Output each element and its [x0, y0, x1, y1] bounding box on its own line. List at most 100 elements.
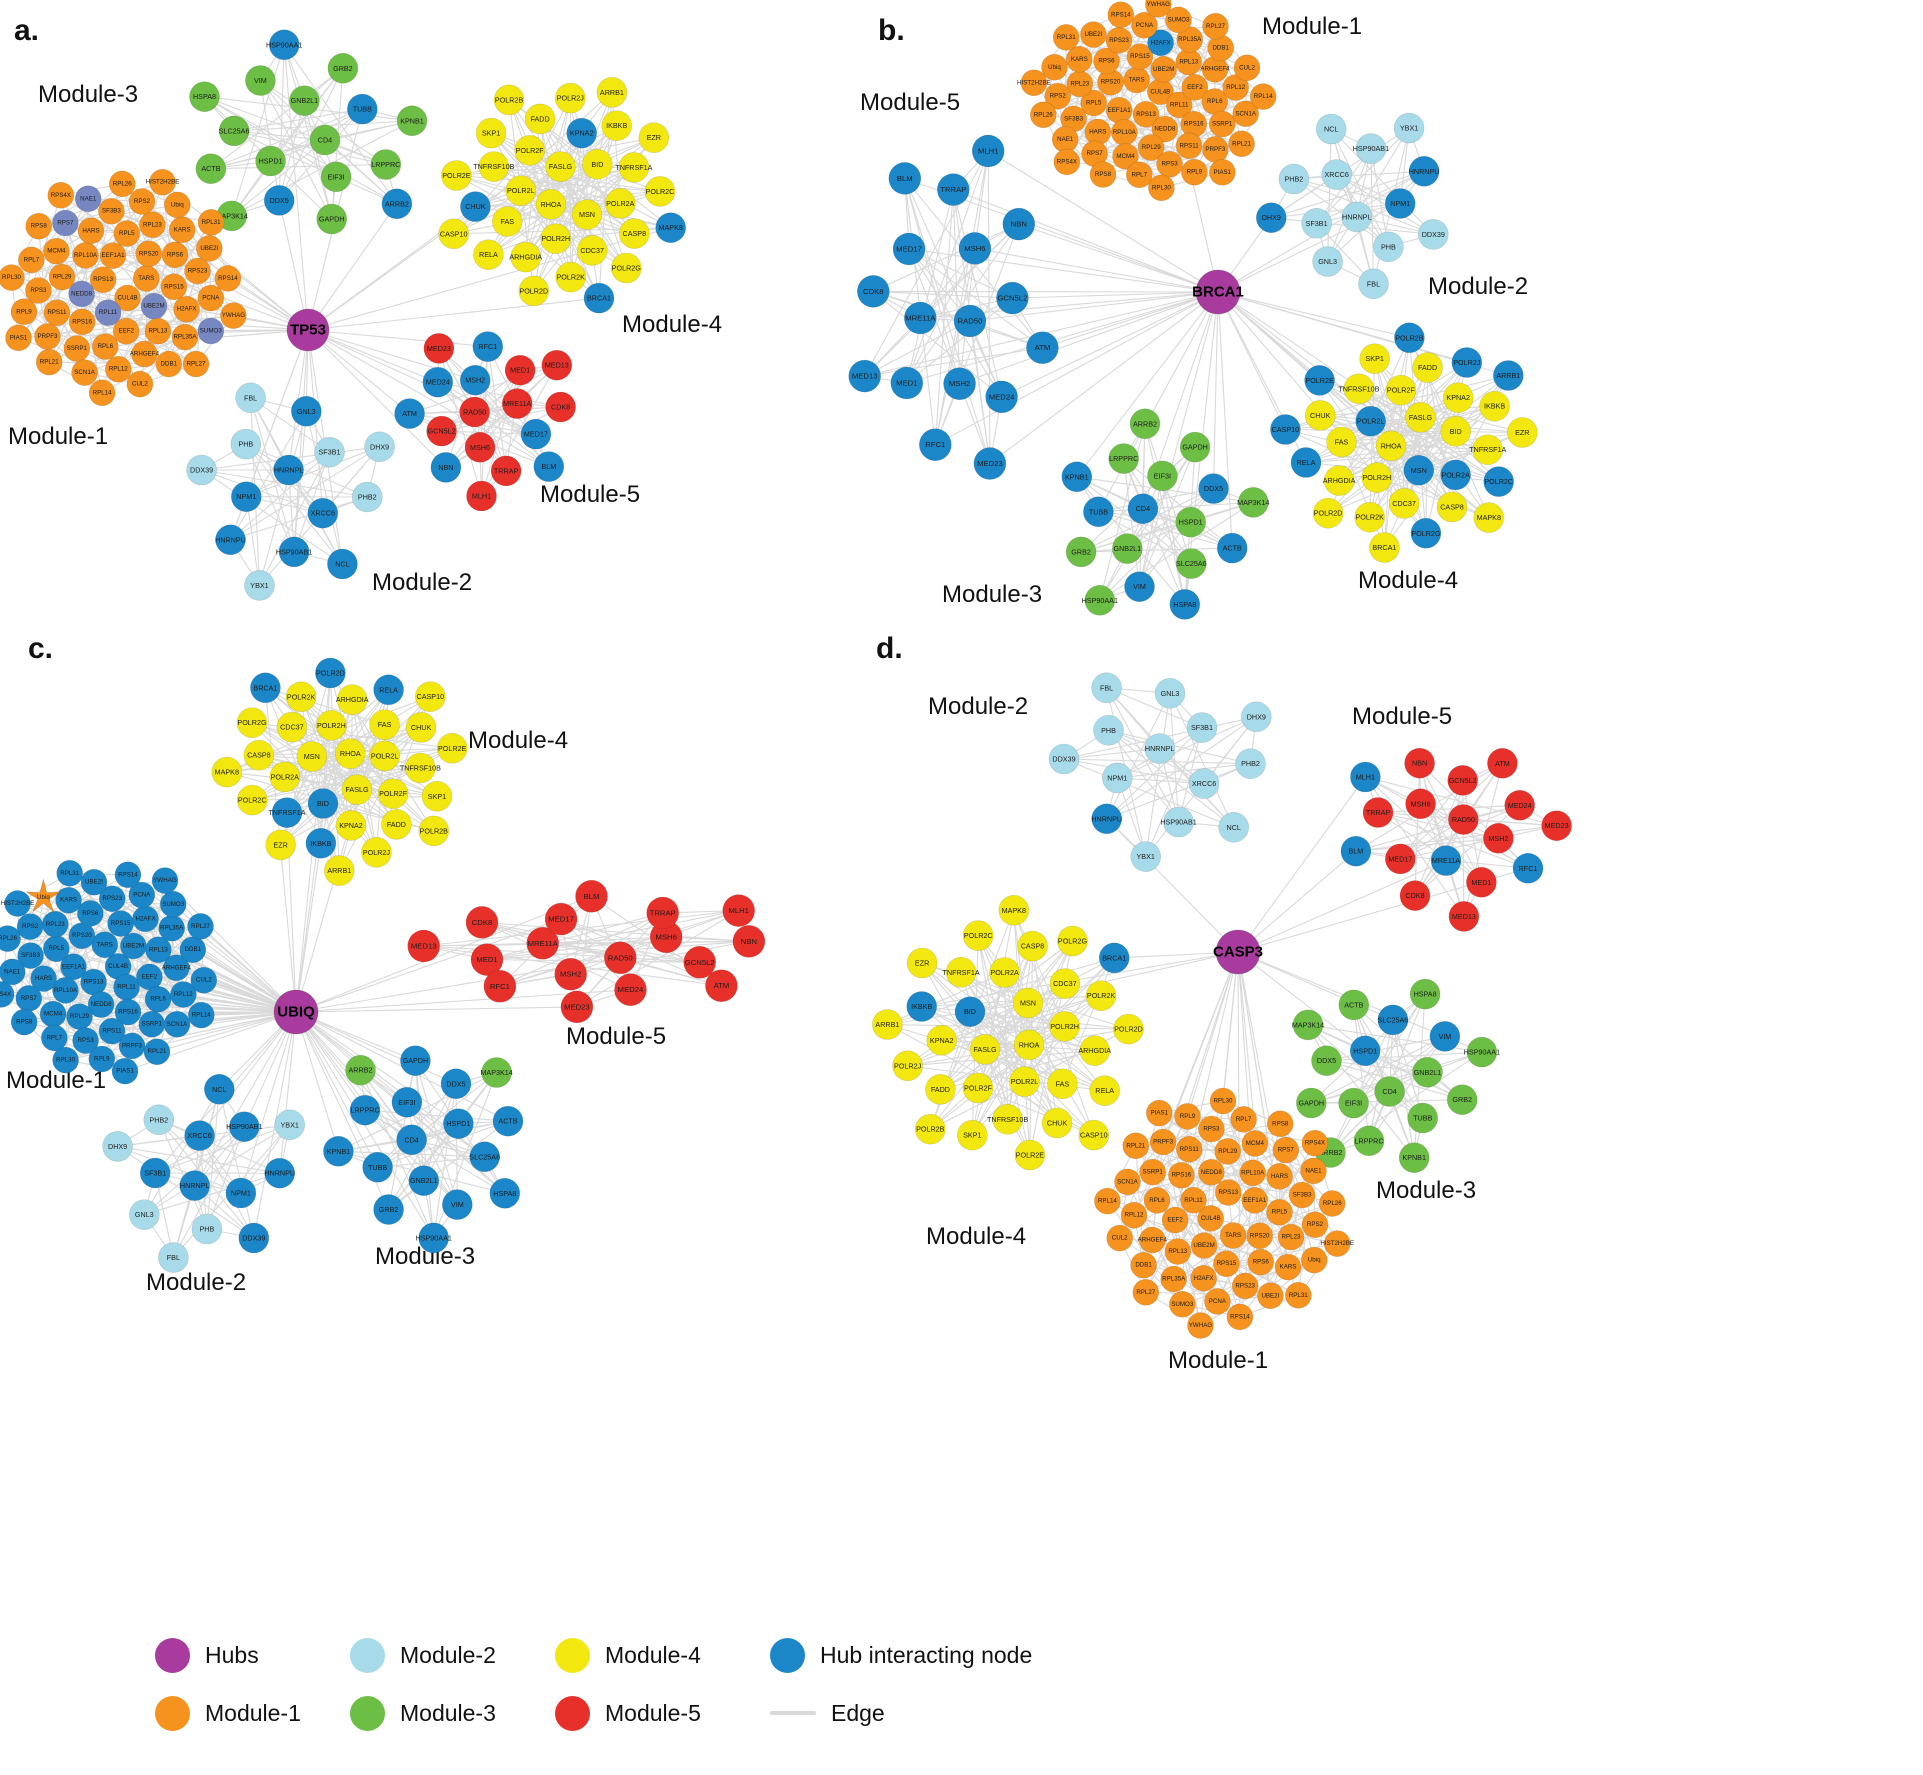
gene-node-EIF3I[interactable]: EIF3I — [391, 1087, 423, 1118]
gene-node-CUL2[interactable]: CUL2 — [1106, 1224, 1133, 1252]
gene-node-POLR2H[interactable]: POLR2H — [316, 710, 347, 741]
gene-node-GNL3[interactable]: GNL3 — [290, 395, 322, 427]
gene-node-MED1[interactable]: MED1 — [470, 943, 504, 976]
gene-node-ACTB[interactable]: ACTB — [195, 153, 227, 184]
gene-node-HNRNPU[interactable]: HNRNPU — [1409, 156, 1440, 187]
gene-node-MED23[interactable]: MED23 — [560, 990, 594, 1024]
gene-node-TUBB[interactable]: TUBB — [346, 93, 378, 125]
gene-node-RPS23[interactable]: RPS23 — [1105, 26, 1133, 54]
gene-node-RPS6[interactable]: RPS6 — [77, 900, 104, 927]
gene-node-HSPA8[interactable]: HSPA8 — [1169, 589, 1201, 620]
gene-node-PIAS1[interactable]: PIAS1 — [1209, 159, 1236, 186]
gene-node-RPS2[interactable]: RPS2 — [128, 188, 156, 215]
gene-node-SSRP1[interactable]: SSRP1 — [63, 335, 91, 362]
gene-node-RPS4X[interactable]: RPS4X — [0, 981, 15, 1008]
gene-node-MRE11A[interactable]: MRE11A — [1430, 845, 1462, 876]
gene-node-POLR2L[interactable]: POLR2L — [1009, 1066, 1040, 1097]
gene-node-RPL13[interactable]: RPL13 — [1175, 48, 1203, 76]
gene-node-Ubiq[interactable]: Ubiq — [164, 191, 191, 219]
gene-node-FAS[interactable]: FAS — [369, 709, 400, 741]
gene-node-RPL12[interactable]: RPL12 — [105, 355, 132, 383]
gene-node-POLR2E[interactable]: POLR2E — [441, 160, 472, 191]
gene-node-EEF1A1[interactable]: EEF1A1 — [99, 242, 127, 269]
gene-node-TARS[interactable]: TARS — [1219, 1222, 1247, 1249]
gene-node-SF3B1[interactable]: SF3B1 — [139, 1157, 171, 1189]
gene-node-BRCA1[interactable]: BRCA1 — [583, 282, 615, 314]
hub-node-BRCA1[interactable]: BRCA1 — [1192, 269, 1244, 315]
gene-node-TUBB[interactable]: TUBB — [362, 1152, 393, 1183]
gene-node-RPS8[interactable]: RPS8 — [10, 1008, 38, 1036]
gene-node-FASLG[interactable]: FASLG — [969, 1034, 1001, 1065]
gene-node-VIM[interactable]: VIM — [245, 65, 276, 96]
gene-node-GAPDH[interactable]: GAPDH — [316, 203, 348, 235]
gene-node-SF3B1[interactable]: SF3B1 — [314, 436, 345, 468]
gene-node-GRB2[interactable]: GRB2 — [373, 1194, 404, 1225]
gene-node-YWHAG[interactable]: YWHAG — [220, 302, 247, 329]
gene-node-NPM1[interactable]: NPM1 — [1384, 188, 1416, 219]
gene-node-RPL30[interactable]: RPL30 — [1209, 1087, 1237, 1115]
gene-node-POLR2G[interactable]: POLR2G — [236, 707, 268, 739]
gene-node-Ubiq[interactable]: Ubiq — [26, 878, 61, 913]
gene-node-RFC1[interactable]: RFC1 — [918, 428, 952, 462]
gene-node-HARS[interactable]: HARS — [1266, 1163, 1293, 1190]
gene-node-HSP90AA1[interactable]: HSP90AA1 — [1464, 1036, 1500, 1068]
gene-node-GRB2[interactable]: GRB2 — [1446, 1084, 1478, 1115]
gene-node-RPL10A[interactable]: RPL10A — [52, 977, 79, 1004]
gene-node-TUBB[interactable]: TUBB — [1407, 1102, 1438, 1134]
gene-node-UBE2M[interactable]: UBE2M — [120, 932, 147, 960]
gene-node-SCN1A[interactable]: SCN1A — [71, 359, 98, 386]
gene-node-POLR2H[interactable]: POLR2H — [1049, 1011, 1080, 1042]
gene-node-UBE2M[interactable]: UBE2M — [140, 292, 168, 320]
gene-node-RPL10A[interactable]: RPL10A — [1239, 1159, 1266, 1187]
gene-node-MSH2[interactable]: MSH2 — [554, 957, 588, 991]
gene-node-POLR2A[interactable]: POLR2A — [1440, 459, 1471, 491]
gene-node-MSH2[interactable]: MSH2 — [1483, 822, 1514, 854]
gene-node-RPS8[interactable]: RPS8 — [25, 212, 53, 240]
gene-node-TNFRSF10B[interactable]: TNFRSF10B — [1338, 373, 1380, 405]
gene-node-HNRNPL[interactable]: HNRNPL — [179, 1170, 210, 1201]
gene-node-RPL9[interactable]: RPL9 — [1174, 1103, 1201, 1130]
gene-node-ACTB[interactable]: ACTB — [1338, 989, 1370, 1021]
gene-node-RPL29[interactable]: RPL29 — [1137, 134, 1165, 161]
gene-node-MAPK8[interactable]: MAPK8 — [655, 212, 687, 243]
gene-node-SCN1A[interactable]: SCN1A — [163, 1011, 191, 1038]
gene-node-MED13[interactable]: MED13 — [848, 359, 882, 393]
gene-node-RPS14[interactable]: RPS14 — [1226, 1303, 1254, 1331]
gene-node-POLR2E[interactable]: POLR2E — [436, 732, 468, 764]
gene-node-ARRB2[interactable]: ARRB2 — [345, 1054, 376, 1086]
gene-node-TRRAP[interactable]: TRRAP — [646, 896, 680, 930]
gene-node-MED13[interactable]: MED13 — [541, 349, 573, 381]
gene-node-MED17[interactable]: MED17 — [1385, 843, 1416, 875]
gene-node-GRB2[interactable]: GRB2 — [1065, 536, 1097, 568]
gene-node-EEF2[interactable]: EEF2 — [1181, 74, 1209, 101]
gene-node-CASP8[interactable]: CASP8 — [1017, 930, 1048, 962]
gene-node-CHUK[interactable]: CHUK — [1304, 400, 1336, 431]
gene-node-EIF3I[interactable]: EIF3I — [1338, 1087, 1369, 1119]
gene-node-SF3B3[interactable]: SF3B3 — [1288, 1181, 1316, 1209]
gene-node-NAE1[interactable]: NAE1 — [1051, 126, 1079, 153]
gene-node-RPL12[interactable]: RPL12 — [1222, 74, 1249, 101]
gene-node-POLR2B[interactable]: POLR2B — [418, 815, 450, 847]
gene-node-TARS[interactable]: TARS — [91, 931, 119, 959]
gene-node-CUL2[interactable]: CUL2 — [126, 370, 154, 398]
gene-node-POLR2C[interactable]: POLR2C — [236, 784, 268, 816]
gene-node-SLC25A6[interactable]: SLC25A6 — [1176, 548, 1207, 579]
gene-node-RPL12[interactable]: RPL12 — [1120, 1201, 1148, 1229]
gene-node-GCN5L2[interactable]: GCN5L2 — [683, 945, 717, 979]
gene-node-TUBB[interactable]: TUBB — [1083, 496, 1114, 528]
gene-node-RPL23[interactable]: RPL23 — [41, 910, 69, 938]
gene-node-HNRNPL[interactable]: HNRNPL — [1341, 201, 1373, 233]
gene-node-RELA[interactable]: RELA — [1089, 1075, 1120, 1106]
gene-node-RPL9[interactable]: RPL9 — [88, 1045, 116, 1073]
gene-node-FASLG[interactable]: FASLG — [341, 774, 373, 805]
gene-node-NBN[interactable]: NBN — [430, 452, 462, 483]
gene-node-RHOA[interactable]: RHOA — [334, 738, 366, 770]
gene-node-GNB2L1[interactable]: GNB2L1 — [408, 1165, 440, 1196]
gene-node-PCNA[interactable]: PCNA — [128, 881, 156, 909]
gene-node-CDK8[interactable]: CDK8 — [465, 906, 499, 939]
gene-node-RPL5[interactable]: RPL5 — [42, 935, 70, 963]
gene-node-KPNA2[interactable]: KPNA2 — [335, 810, 367, 841]
gene-node-HNRNPU[interactable]: HNRNPU — [264, 1157, 295, 1189]
gene-node-FADD[interactable]: FADD — [524, 103, 556, 135]
gene-node-NCL[interactable]: NCL — [204, 1074, 235, 1105]
